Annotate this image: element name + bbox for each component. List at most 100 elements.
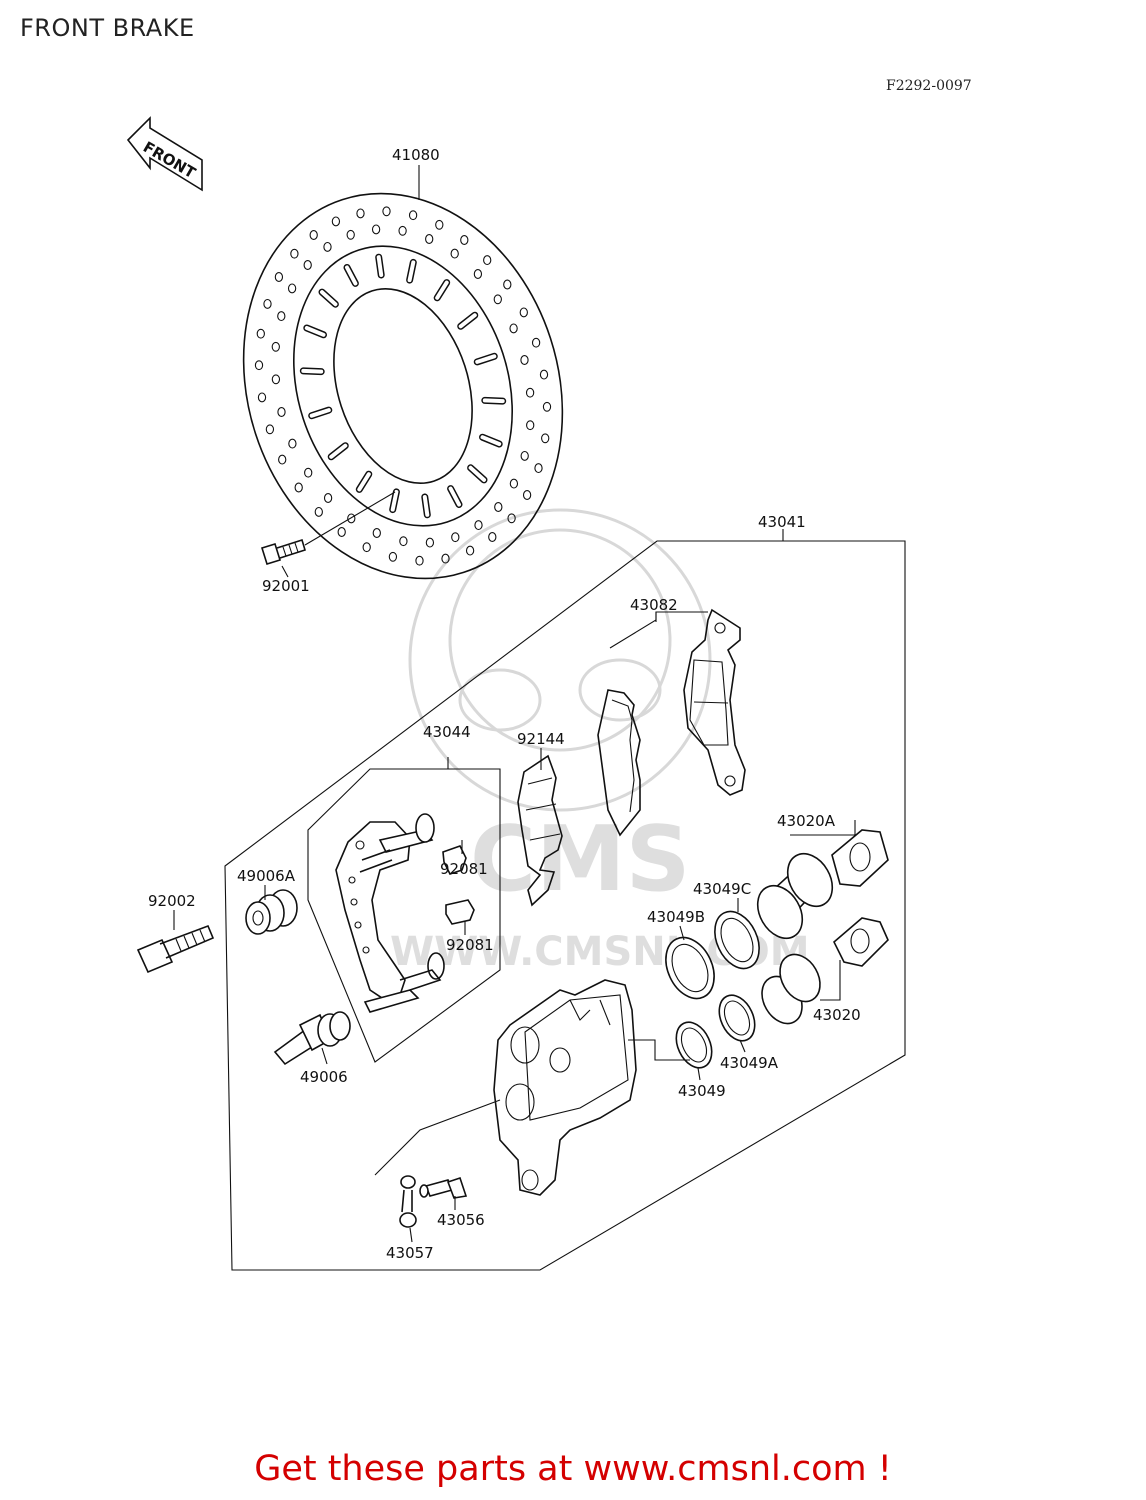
boot-49006a bbox=[245, 889, 298, 935]
disc-hole bbox=[522, 490, 532, 500]
disc-hole bbox=[509, 323, 518, 334]
disc-hole bbox=[356, 208, 365, 219]
disc-vent-slot bbox=[345, 265, 358, 286]
seal-43049 bbox=[675, 1021, 713, 1069]
disc-hole bbox=[323, 493, 333, 503]
disc-hole bbox=[382, 206, 391, 217]
disc-hole bbox=[541, 433, 550, 444]
disc-hole bbox=[346, 229, 355, 240]
disc-hole bbox=[465, 545, 475, 556]
part-label-43020[interactable]: 43020 bbox=[813, 1006, 861, 1024]
piston-43020 bbox=[761, 953, 821, 1025]
disc-hole bbox=[265, 424, 275, 435]
part-label-43044[interactable]: 43044 bbox=[423, 723, 471, 741]
caliper-assembly-outline bbox=[224, 540, 906, 1271]
disc-vent-slot bbox=[376, 255, 384, 277]
disc-hole bbox=[288, 438, 297, 449]
disc-vent-slot bbox=[309, 408, 331, 418]
disc-hole bbox=[372, 528, 381, 538]
disc-hole bbox=[531, 337, 541, 348]
disc-hole bbox=[274, 272, 284, 282]
disc-hole bbox=[347, 513, 356, 524]
disc-vent-slot bbox=[320, 290, 338, 307]
disc-hole bbox=[408, 210, 418, 221]
disc-hole bbox=[526, 420, 535, 431]
disc-hole bbox=[520, 450, 529, 461]
disc-hole bbox=[460, 235, 469, 245]
disc-hole bbox=[303, 260, 312, 270]
disc-hole bbox=[294, 482, 303, 493]
disc-hole bbox=[488, 532, 497, 542]
part-label-43049a[interactable]: 43049A bbox=[720, 1054, 778, 1072]
disc-hole bbox=[314, 506, 323, 517]
clip-92081-lower bbox=[445, 899, 475, 925]
disc-hole bbox=[287, 283, 297, 294]
disc-vent-slot bbox=[390, 489, 399, 512]
insulator-lower bbox=[833, 917, 889, 967]
disc-hole bbox=[509, 478, 519, 489]
part-label-43049b[interactable]: 43049B bbox=[647, 908, 706, 926]
disc-hole bbox=[425, 234, 434, 244]
disc-hole bbox=[337, 527, 346, 537]
part-label-49006a[interactable]: 49006A bbox=[237, 867, 295, 885]
disc-vent-slot bbox=[448, 486, 461, 507]
part-label-92144[interactable]: 92144 bbox=[517, 730, 565, 748]
disc-hole bbox=[425, 537, 435, 548]
part-label-43056[interactable]: 43056 bbox=[437, 1211, 485, 1229]
boot-49006 bbox=[273, 1011, 351, 1066]
page-title: FRONT BRAKE bbox=[20, 14, 195, 42]
disc-vent-slot bbox=[304, 326, 326, 337]
disc-vent-slot bbox=[357, 472, 371, 492]
disc-hole bbox=[388, 551, 398, 562]
front-direction-arrow: FRONT bbox=[126, 116, 203, 192]
seal-43049b bbox=[665, 936, 715, 1000]
disc-hole bbox=[450, 248, 459, 259]
part-label-92002[interactable]: 92002 bbox=[148, 892, 196, 910]
part-label-43082[interactable]: 43082 bbox=[630, 596, 678, 614]
disc-vent-slot bbox=[301, 368, 324, 374]
part-label-43049c[interactable]: 43049C bbox=[693, 880, 752, 898]
disc-vent-slot bbox=[458, 313, 477, 329]
part-label-92001[interactable]: 92001 bbox=[262, 577, 310, 595]
watermark-logo-text: CMS bbox=[470, 807, 690, 912]
part-label-92081-upper[interactable]: 92081 bbox=[440, 860, 488, 878]
disc-hole bbox=[483, 255, 492, 266]
disc-hole bbox=[542, 401, 552, 412]
part-label-43020a[interactable]: 43020A bbox=[777, 812, 835, 830]
clip-92081-upper bbox=[442, 845, 467, 875]
caliper-bracket-43044 bbox=[335, 813, 445, 1013]
disc-vent-slot bbox=[329, 443, 348, 459]
cap-43057 bbox=[399, 1175, 417, 1228]
disc-vent-slot bbox=[482, 398, 505, 404]
part-label-43049[interactable]: 43049 bbox=[678, 1082, 726, 1100]
disc-vent-slot bbox=[468, 465, 486, 482]
disc-hole bbox=[278, 454, 287, 465]
disc-hole bbox=[263, 298, 272, 309]
disc-vent-slot bbox=[422, 495, 430, 517]
disc-hole bbox=[257, 392, 267, 403]
part-label-92081-lower[interactable]: 92081 bbox=[446, 936, 494, 954]
disc-hole bbox=[309, 230, 318, 240]
disc-hole bbox=[519, 307, 528, 318]
disc-vent-slot bbox=[475, 354, 497, 364]
disc-hole bbox=[290, 248, 299, 259]
disc-hole bbox=[441, 553, 450, 564]
footer-promo-text[interactable]: Get these parts at www.cmsnl.com ! bbox=[254, 1449, 892, 1489]
front-arrow-label: FRONT bbox=[140, 138, 199, 183]
disc-hole bbox=[277, 407, 286, 417]
part-label-41080[interactable]: 41080 bbox=[392, 146, 440, 164]
part-label-43057[interactable]: 43057 bbox=[386, 1244, 434, 1262]
disc-hole bbox=[525, 387, 535, 398]
brake-disc-41080 bbox=[242, 192, 564, 580]
brake-pad-left bbox=[597, 689, 641, 837]
caliper-body bbox=[493, 979, 637, 1196]
disc-hole bbox=[503, 279, 512, 290]
seal-43049a bbox=[718, 994, 756, 1042]
anti-rattle-spring-92144 bbox=[517, 754, 563, 907]
seal-43049c bbox=[714, 910, 760, 970]
disc-hole bbox=[520, 355, 529, 365]
part-label-49006[interactable]: 49006 bbox=[300, 1068, 348, 1086]
part-label-43041[interactable]: 43041 bbox=[758, 513, 806, 531]
watermark-logo: CMS WWW.CMSNL.COM bbox=[390, 508, 810, 975]
exploded-diagram: CMS WWW.CMSNL.COM FRONT bbox=[126, 116, 906, 1271]
